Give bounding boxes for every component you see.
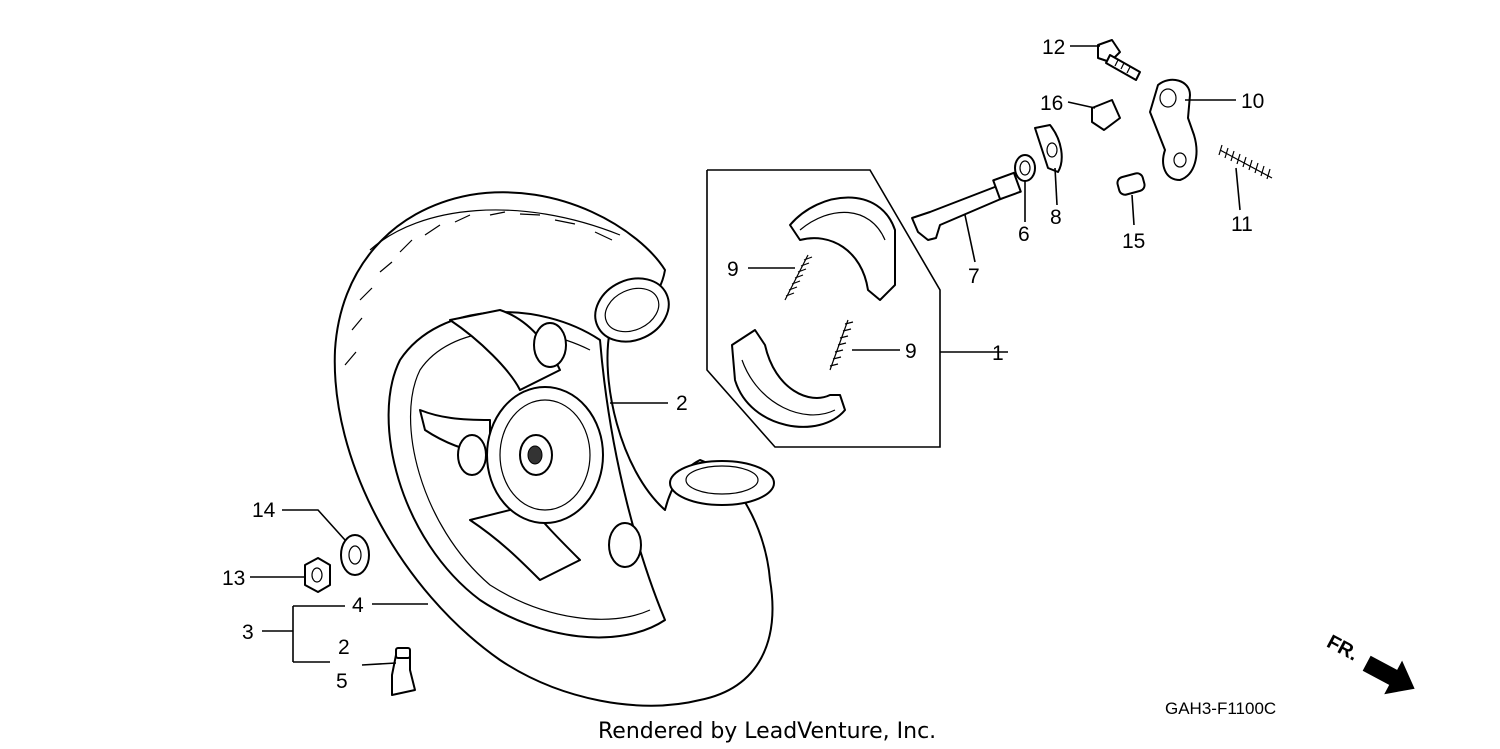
rim-hole-2 bbox=[457, 434, 487, 476]
collar-15[interactable] bbox=[1116, 172, 1146, 196]
brake-shoe-lower bbox=[731, 329, 846, 428]
spring-upper[interactable] bbox=[784, 254, 813, 301]
callout-2-valve: 2 bbox=[338, 636, 350, 659]
callout-11: 11 bbox=[1231, 213, 1253, 236]
front-direction-indicator: FR. bbox=[1323, 631, 1415, 695]
rim-hole-1 bbox=[533, 322, 567, 368]
nut-16[interactable] bbox=[1091, 99, 1121, 131]
callout-7: 7 bbox=[968, 265, 980, 288]
spring-lower[interactable] bbox=[829, 319, 854, 371]
tire-section-bottom bbox=[669, 460, 775, 506]
callout-2-rim: 2 bbox=[676, 392, 688, 415]
brake-arm[interactable] bbox=[1149, 78, 1198, 181]
leader-lines bbox=[250, 45, 1241, 666]
return-spring[interactable] bbox=[1218, 144, 1273, 180]
callout-5: 5 bbox=[336, 670, 348, 693]
diagram-code: GAH3-F1100C bbox=[1165, 699, 1276, 718]
fr-label: FR. bbox=[1323, 631, 1362, 666]
callout-12: 12 bbox=[1042, 36, 1065, 59]
arrow-icon bbox=[1362, 655, 1415, 695]
tire-section-top bbox=[594, 277, 670, 343]
dust-seal[interactable] bbox=[1014, 154, 1036, 182]
brake-shoe-group[interactable] bbox=[706, 169, 941, 448]
washer-14[interactable] bbox=[340, 534, 370, 576]
indicator-plate[interactable] bbox=[1034, 124, 1063, 173]
callout-1: 1 bbox=[992, 342, 1004, 365]
callout-9-lower: 9 bbox=[905, 340, 917, 363]
bolt-12[interactable] bbox=[1097, 39, 1141, 81]
rim-hole-3 bbox=[608, 522, 642, 568]
group-bracket bbox=[706, 169, 941, 448]
callout-labels: 1 2 3 4 2 5 6 7 8 9 9 10 11 12 13 14 15 … bbox=[222, 36, 1264, 693]
callout-8: 8 bbox=[1050, 206, 1062, 229]
spoke-upper bbox=[449, 309, 561, 391]
brake-cam[interactable] bbox=[911, 171, 1022, 241]
render-credit: Rendered by LeadVenture, Inc. bbox=[598, 719, 936, 744]
callout-10: 10 bbox=[1241, 90, 1264, 113]
nut-13[interactable] bbox=[304, 557, 331, 593]
callout-14: 14 bbox=[252, 499, 276, 522]
callout-9-upper: 9 bbox=[727, 258, 739, 281]
callout-15: 15 bbox=[1122, 230, 1145, 253]
brake-shoe-upper bbox=[789, 196, 896, 301]
callout-16: 16 bbox=[1040, 92, 1063, 115]
callout-3: 3 bbox=[242, 621, 254, 644]
callout-6: 6 bbox=[1018, 223, 1030, 246]
callout-4: 4 bbox=[352, 594, 364, 617]
wheel-assembly[interactable] bbox=[333, 191, 775, 707]
callout-13: 13 bbox=[222, 567, 245, 590]
valve-stem[interactable] bbox=[391, 647, 416, 696]
